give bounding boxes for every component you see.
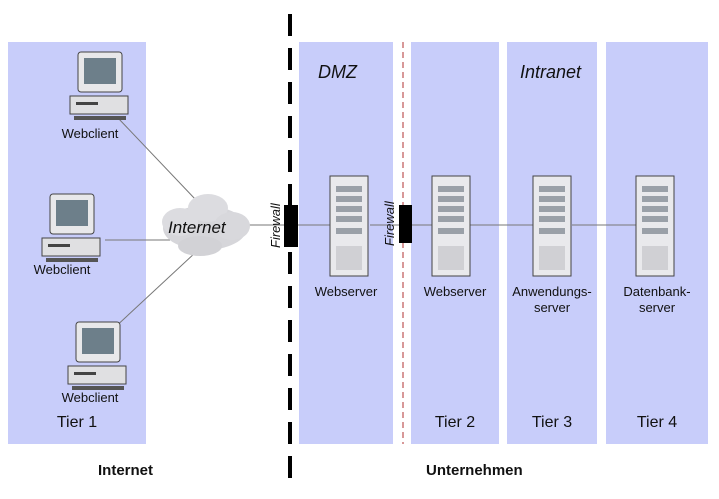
webserver-label: Webserver: [423, 284, 487, 299]
cloud-label: Internet: [168, 218, 226, 237]
webclient-label: Webclient: [61, 126, 119, 141]
tier1-label: Tier 1: [56, 414, 98, 431]
desktop-computer-icon: [69, 51, 129, 120]
desktop-computer-icon: [41, 193, 101, 262]
connection-line: [117, 117, 197, 201]
tier3-label: Tier 3: [531, 414, 573, 431]
dmz-zone-label: DMZ: [318, 62, 357, 82]
tower-server-icon: [329, 175, 369, 277]
firewall-block-icon: [284, 205, 298, 247]
webclient-label: Webclient: [61, 390, 119, 405]
tier2-label: Tier 2: [434, 414, 476, 431]
firewall-label: Firewall: [382, 201, 397, 246]
tower-server-icon: [431, 175, 471, 277]
unternehmen-bottom-label: Unternehmen: [426, 462, 523, 479]
intranet-zone-label: Intranet: [520, 62, 582, 82]
internet-bottom-label: Internet: [98, 462, 154, 479]
database-server-label-line2: server: [638, 300, 676, 315]
firewall-block-icon: [399, 205, 412, 243]
database-server-label-line1: Datenbank-: [623, 284, 691, 299]
tier4-label: Tier 4: [636, 414, 678, 431]
connection-line: [111, 251, 197, 331]
application-server-label-line2: server: [533, 300, 571, 315]
desktop-computer-icon: [67, 321, 127, 390]
webclient-label: Webclient: [33, 262, 91, 277]
tower-server-icon: [532, 175, 572, 277]
firewall-label: Firewall: [268, 203, 283, 248]
application-server-label-line1: Anwendungs-: [512, 284, 592, 299]
tower-server-icon: [635, 175, 675, 277]
cloud-icon: [162, 194, 250, 256]
webserver-label: Webserver: [314, 284, 378, 299]
